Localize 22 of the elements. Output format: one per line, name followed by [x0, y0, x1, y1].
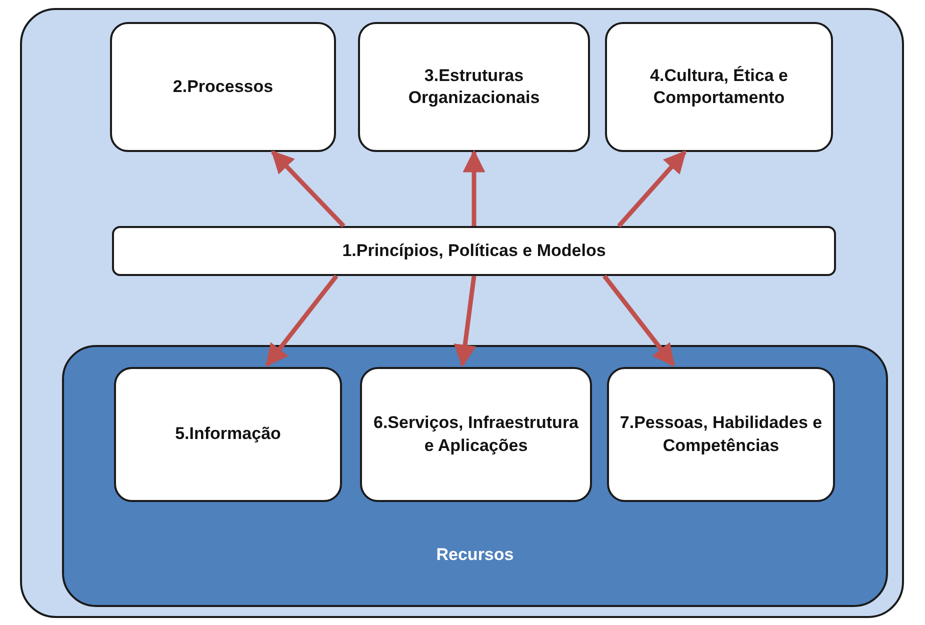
text-box [358, 22, 590, 152]
text-box [110, 22, 336, 152]
arrow [462, 150, 486, 226]
arrow [265, 274, 338, 367]
text-box [360, 367, 592, 502]
arrow [617, 150, 686, 228]
box-label: 1.Princípios, Políticas e Modelos [342, 240, 606, 262]
text-box [605, 22, 833, 152]
group-panel [62, 345, 888, 607]
panel-title: Recursos [435, 545, 515, 565]
box-label: 4.Cultura, Ética e Comportamento [649, 64, 789, 109]
text-box [114, 367, 342, 502]
text-box [112, 226, 836, 276]
arrow [602, 274, 676, 367]
box-label: 2.Processos [172, 76, 274, 98]
box-label: 7.Pessoas, Habilidades e Competências [619, 412, 823, 456]
box-label: 5.Informação [175, 423, 281, 446]
arrow [454, 276, 476, 368]
box-label: 3.Estruturas Organizacionais [407, 64, 541, 109]
text-box [607, 367, 835, 502]
arrow [271, 150, 346, 228]
box-label: 6.Serviços, Infraestrutura e Aplicações [372, 412, 580, 456]
